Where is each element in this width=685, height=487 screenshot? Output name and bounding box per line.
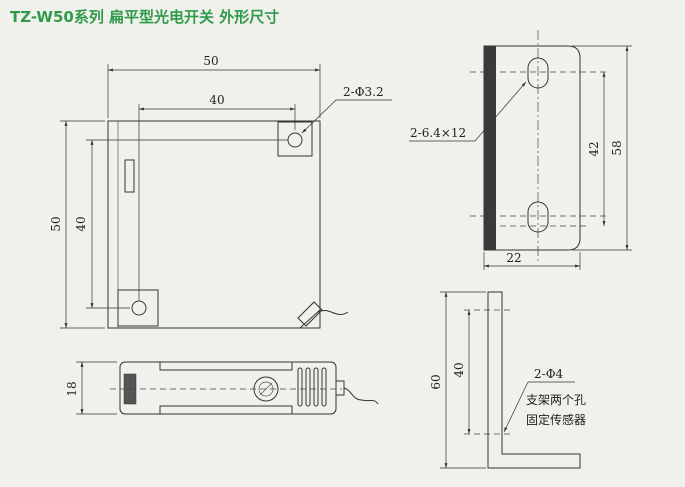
slot-size-label: 2-6.4×12 — [410, 126, 466, 140]
bracket-front-view: 42 58 22 2-6.4×12 — [409, 30, 632, 270]
dim-bracket-width-label: 22 — [506, 251, 521, 265]
bracket-bent-edge — [484, 46, 496, 250]
indicator-window — [124, 159, 135, 193]
bracket-hole-label: 2-Φ4 — [534, 367, 564, 381]
bracket-l-profile — [487, 291, 581, 469]
dim-height-label: 50 — [49, 216, 63, 231]
bottom-strip — [159, 405, 293, 415]
vent-slots — [297, 367, 327, 407]
bracket-note-line1: 支架两个孔 — [526, 393, 586, 407]
dim-hole-height-label: 40 — [74, 216, 88, 231]
dim-bracket-hole-spacing-label: 40 — [452, 362, 466, 377]
sensor-cable — [297, 301, 349, 327]
slot-top — [527, 57, 549, 89]
dim-bracket-side-height-label: 60 — [429, 374, 443, 389]
dim-hole-spacing-label: 40 — [209, 93, 224, 107]
slot-bottom — [527, 201, 549, 233]
dim-slot-spacing-label: 42 — [587, 141, 601, 156]
front-view: 50 40 2-Φ3.2 50 40 — [49, 54, 392, 329]
top-strip — [159, 361, 293, 371]
side-cable — [343, 387, 379, 405]
sensor-body-outline — [107, 120, 321, 329]
bracket-note-line2: 固定传感器 — [526, 412, 586, 427]
bracket-plate — [483, 45, 581, 251]
page-title: TZ-W50系列 扁平型光电开关 外形尺寸 — [10, 8, 280, 26]
side-view: 18 — [65, 361, 379, 415]
dim-width-label: 50 — [203, 54, 218, 68]
dim-thickness-label: 18 — [65, 381, 79, 396]
hole-diameter-label: 2-Φ3.2 — [343, 85, 384, 99]
bracket-side-view: 60 40 2-Φ4 支架两个孔 固定传感器 — [429, 291, 586, 469]
dim-bracket-height-label: 58 — [610, 140, 624, 155]
